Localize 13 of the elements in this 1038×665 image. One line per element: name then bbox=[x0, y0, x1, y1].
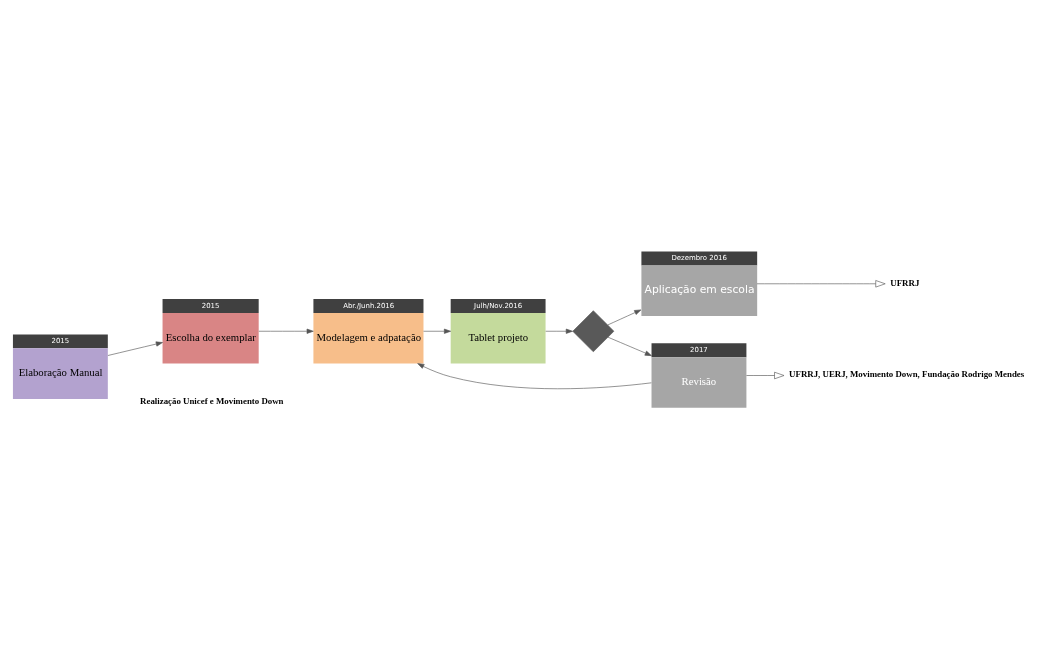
arrow bbox=[756, 280, 886, 288]
arrow bbox=[746, 371, 785, 380]
node-diamond bbox=[572, 310, 615, 353]
arrow bbox=[545, 328, 573, 334]
node-text: UFRRJ, UERJ, Movimento Down, Fundação Rodrigo Mendes bbox=[789, 369, 1025, 380]
arrow bbox=[258, 328, 314, 334]
label: Realização Unicef e Movimento Down bbox=[140, 395, 284, 406]
arrow bbox=[417, 363, 652, 390]
node-text: UFRRJ bbox=[890, 277, 920, 288]
arrow bbox=[607, 336, 652, 356]
arrow bbox=[107, 341, 163, 356]
arrow bbox=[607, 309, 642, 326]
arrow bbox=[423, 328, 451, 334]
